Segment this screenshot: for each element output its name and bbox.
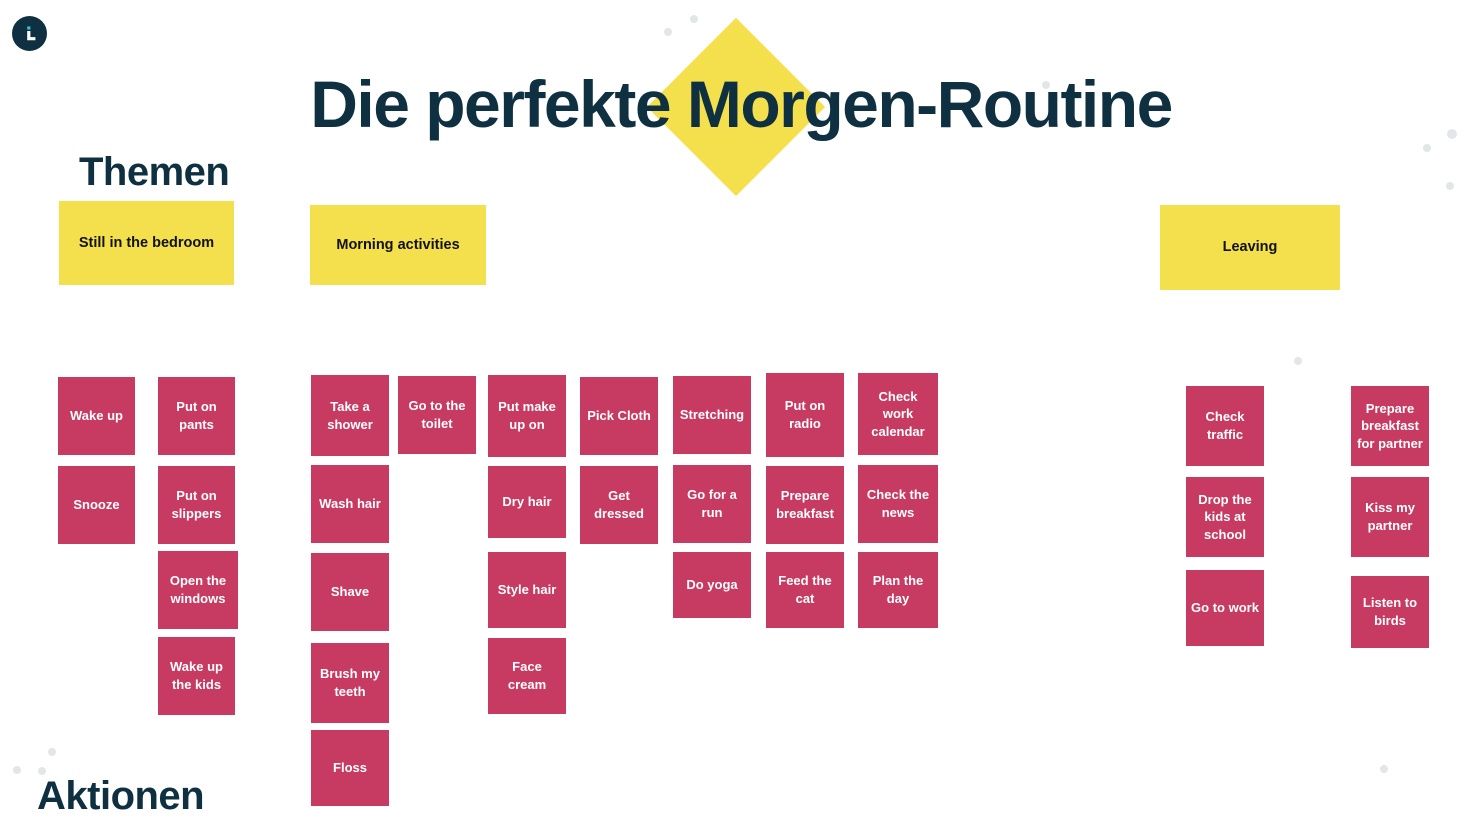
action-card[interactable]: Style hair xyxy=(488,552,566,628)
action-card[interactable]: Check traffic xyxy=(1186,386,1264,466)
action-card[interactable]: Prepare breakfast for partner xyxy=(1351,386,1429,466)
action-card[interactable]: Put on radio xyxy=(766,373,844,457)
decorative-dot xyxy=(690,15,698,23)
decorative-dot xyxy=(1423,144,1431,152)
section-label-themen: Themen xyxy=(79,150,230,194)
action-card[interactable]: Stretching xyxy=(673,376,751,454)
action-card[interactable]: Go to work xyxy=(1186,570,1264,646)
action-card[interactable]: Go to the toilet xyxy=(398,376,476,454)
action-card[interactable]: Listen to birds xyxy=(1351,576,1429,648)
decorative-dot xyxy=(13,766,21,774)
section-label-aktionen: Aktionen xyxy=(37,774,205,818)
action-card[interactable]: Pick Cloth xyxy=(580,377,658,455)
action-card[interactable]: Kiss my partner xyxy=(1351,477,1429,557)
decorative-dot xyxy=(1446,182,1454,190)
action-card[interactable]: Drop the kids at school xyxy=(1186,477,1264,557)
theme-card[interactable]: Leaving xyxy=(1160,205,1340,290)
action-card[interactable]: Dry hair xyxy=(488,466,566,538)
action-card[interactable]: Put on slippers xyxy=(158,466,235,544)
action-card[interactable]: Check the news xyxy=(858,465,938,543)
action-card[interactable]: Put make up on xyxy=(488,375,566,457)
action-card[interactable]: Shave xyxy=(311,553,389,631)
action-card[interactable]: Prepare breakfast xyxy=(766,466,844,544)
action-card[interactable]: Plan the day xyxy=(858,552,938,628)
decorative-dot xyxy=(38,767,46,775)
decorative-dot xyxy=(1294,357,1302,365)
action-card[interactable]: Take a shower xyxy=(311,375,389,456)
action-card[interactable]: Wake up xyxy=(58,377,135,455)
action-card[interactable]: Get dressed xyxy=(580,466,658,544)
theme-card[interactable]: Morning activities xyxy=(310,205,486,285)
theme-card[interactable]: Still in the bedroom xyxy=(59,201,234,285)
action-card[interactable]: Wash hair xyxy=(311,465,389,543)
decorative-dot xyxy=(1380,765,1388,773)
decorative-dot xyxy=(1042,81,1050,89)
action-card[interactable]: Wake up the kids xyxy=(158,637,235,715)
action-card[interactable]: Brush my teeth xyxy=(311,643,389,723)
page-title: Die perfekte Morgen-Routine xyxy=(310,67,1173,141)
decorative-dot xyxy=(1447,129,1457,139)
action-card[interactable]: Check work calendar xyxy=(858,373,938,455)
action-card[interactable]: Go for a run xyxy=(673,465,751,543)
action-card[interactable]: Floss xyxy=(311,730,389,806)
action-card[interactable]: Put on pants xyxy=(158,377,235,455)
action-card[interactable]: Snooze xyxy=(58,466,135,544)
logo-circle-icon[interactable] xyxy=(12,16,47,51)
action-card[interactable]: Do yoga xyxy=(673,552,751,618)
action-card[interactable]: Feed the cat xyxy=(766,552,844,628)
action-card[interactable]: Open the windows xyxy=(158,551,238,629)
action-card[interactable]: Face cream xyxy=(488,638,566,714)
decorative-dot xyxy=(48,748,56,756)
decorative-dot xyxy=(664,28,672,36)
